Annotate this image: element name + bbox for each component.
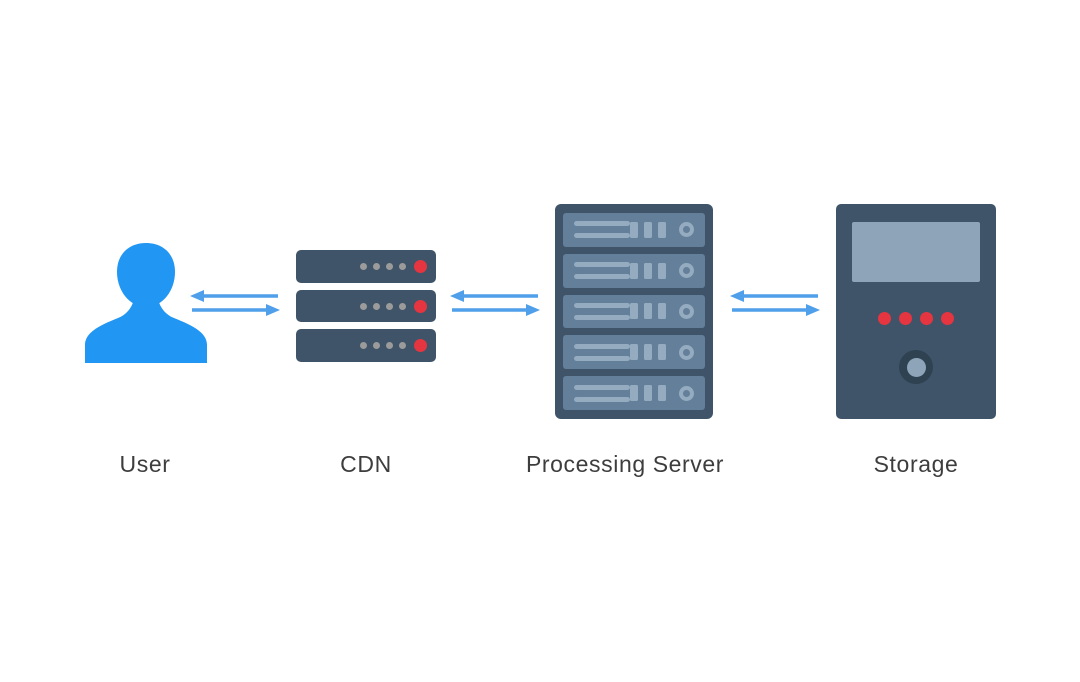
vent-bar bbox=[658, 221, 666, 238]
node-label-storage: Storage bbox=[873, 451, 959, 477]
led-dot-gray bbox=[386, 302, 393, 310]
vent-bar bbox=[658, 303, 666, 320]
led-dot-gray bbox=[360, 262, 367, 270]
vent-bar bbox=[644, 385, 652, 402]
node-label-cdn: CDN bbox=[340, 451, 392, 477]
server-row bbox=[563, 376, 705, 410]
server-line bbox=[574, 343, 630, 349]
led-dot-gray bbox=[399, 342, 406, 350]
server-row-lines bbox=[574, 221, 630, 239]
user-icon bbox=[85, 243, 207, 363]
cdn-server-bar bbox=[296, 329, 436, 363]
storage-leds bbox=[836, 312, 996, 325]
vent-bar bbox=[630, 221, 638, 238]
server-row bbox=[563, 253, 705, 288]
node-label-processing-server: Processing Server bbox=[525, 451, 725, 477]
server-port-ring bbox=[679, 344, 694, 360]
vent-bar bbox=[630, 344, 638, 361]
led-dot-gray bbox=[399, 262, 406, 270]
server-line bbox=[574, 384, 630, 390]
led-dot-gray bbox=[373, 302, 380, 310]
storage-knob-center bbox=[906, 357, 926, 377]
led-dot-red bbox=[920, 312, 933, 325]
vent-bar bbox=[658, 344, 666, 361]
cdn-server-bar bbox=[296, 289, 436, 323]
server-line bbox=[574, 221, 630, 227]
led-dot-gray bbox=[399, 302, 406, 310]
led-dot-gray bbox=[360, 302, 367, 310]
vent-bar bbox=[630, 385, 638, 402]
led-dot-gray bbox=[373, 262, 380, 270]
server-row-vents bbox=[630, 385, 666, 402]
led-dot-gray bbox=[373, 342, 380, 350]
server-line bbox=[574, 302, 630, 308]
vent-bar bbox=[644, 221, 652, 238]
server-line bbox=[574, 396, 630, 402]
server-row-vents bbox=[630, 344, 666, 361]
server-row-lines bbox=[574, 384, 630, 402]
storage-screen bbox=[852, 222, 980, 282]
server-row-lines bbox=[574, 262, 630, 280]
arrow-user-cdn-bidirectional bbox=[190, 290, 280, 316]
led-dot-red bbox=[414, 259, 427, 273]
server-line bbox=[574, 274, 630, 280]
led-dot-red bbox=[878, 312, 891, 325]
server-row bbox=[563, 335, 705, 370]
cdn-server-stack-icon bbox=[296, 250, 436, 363]
vent-bar bbox=[644, 262, 652, 279]
server-port-ring bbox=[679, 303, 694, 319]
server-rack-icon bbox=[555, 204, 713, 419]
server-port-ring bbox=[679, 385, 694, 401]
server-row-lines bbox=[574, 302, 630, 320]
server-port-ring bbox=[679, 263, 694, 279]
server-row-lines bbox=[574, 343, 630, 361]
server-line bbox=[574, 314, 630, 320]
arrow-processing-storage-bidirectional bbox=[730, 290, 820, 316]
vent-bar bbox=[658, 385, 666, 402]
vent-bar bbox=[644, 303, 652, 320]
led-dot-red bbox=[414, 339, 427, 353]
led-dot-gray bbox=[386, 262, 393, 270]
server-line bbox=[574, 262, 630, 268]
storage-knob bbox=[899, 350, 933, 384]
server-row bbox=[563, 294, 705, 329]
server-port-ring bbox=[679, 222, 694, 238]
vent-bar bbox=[630, 303, 638, 320]
server-row-vents bbox=[630, 262, 666, 279]
led-dot-gray bbox=[360, 342, 367, 350]
cdn-server-bar bbox=[296, 250, 436, 283]
server-line bbox=[574, 355, 630, 361]
server-line bbox=[574, 233, 630, 239]
node-label-user: User bbox=[119, 451, 171, 477]
vent-bar bbox=[630, 262, 638, 279]
led-dot-red bbox=[899, 312, 912, 325]
server-row-vents bbox=[630, 303, 666, 320]
storage-drive-icon bbox=[836, 204, 996, 419]
vent-bar bbox=[644, 344, 652, 361]
server-row bbox=[563, 213, 705, 247]
led-dot-gray bbox=[386, 342, 393, 350]
server-row-vents bbox=[630, 221, 666, 238]
vent-bar bbox=[658, 262, 666, 279]
led-dot-red bbox=[414, 299, 427, 313]
arrow-cdn-processing-bidirectional bbox=[450, 290, 540, 316]
led-dot-red bbox=[941, 312, 954, 325]
